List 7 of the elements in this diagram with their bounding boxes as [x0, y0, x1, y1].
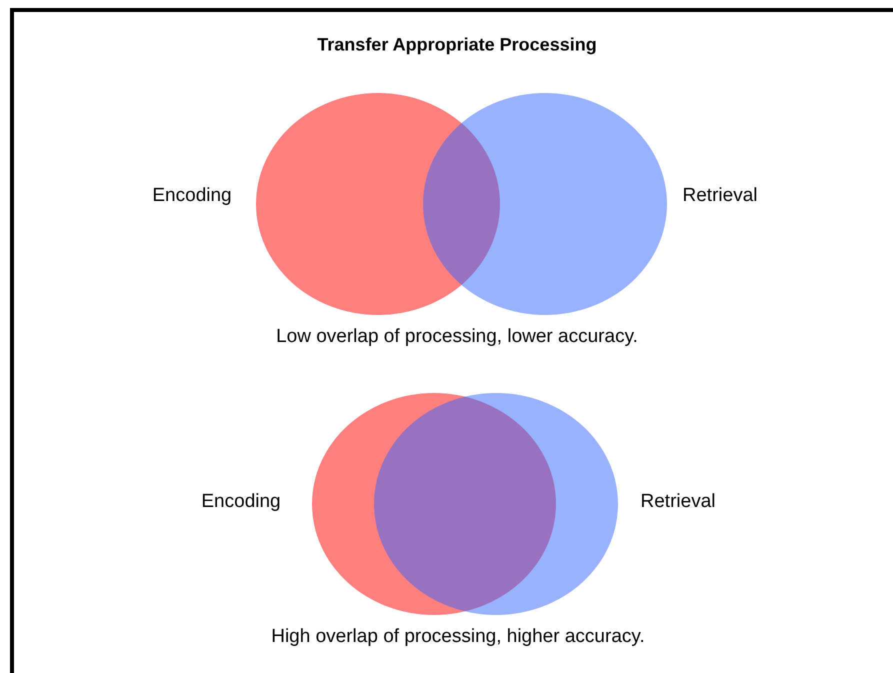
set-label: Retrieval: [640, 491, 716, 513]
set-label: Retrieval: [682, 185, 758, 207]
set-label: Encoding: [201, 491, 281, 513]
set-label: Encoding: [152, 185, 232, 207]
caption-text: Low overlap of processing, lower accuracy.: [276, 326, 638, 348]
diagram-title: Transfer Appropriate Processing: [317, 34, 597, 56]
caption-text: High overlap of processing, higher accuracy.: [271, 626, 645, 648]
